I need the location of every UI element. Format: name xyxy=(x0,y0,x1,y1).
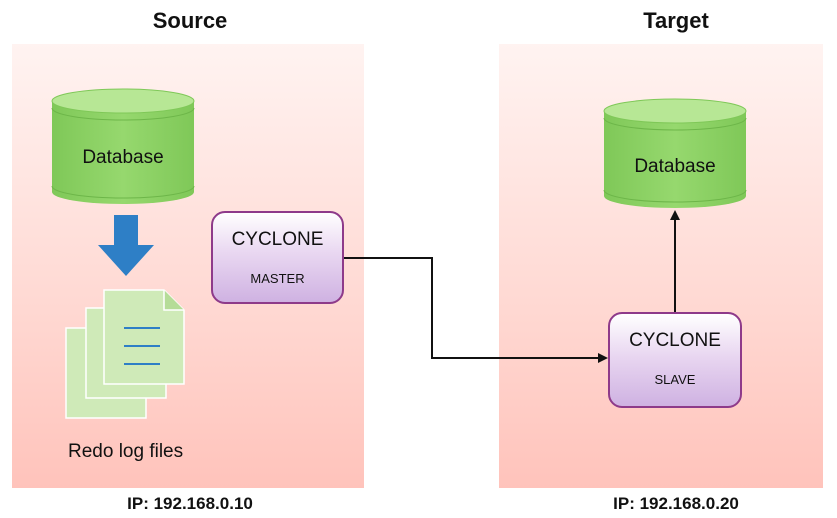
cyclone-slave-role: SLAVE xyxy=(654,372,696,387)
cyclone-master-node[interactable]: CYCLONE MASTER xyxy=(211,211,344,304)
target-ip-label: IP: 192.168.0.20 xyxy=(613,494,739,513)
cyclone-slave-node[interactable]: CYCLONE SLAVE xyxy=(608,312,742,408)
cyclone-master-title: CYCLONE xyxy=(231,229,324,250)
source-title: Source xyxy=(152,8,228,33)
redo-log-files-label: Redo log files xyxy=(68,441,184,462)
source-database-label: Database xyxy=(82,147,164,168)
source-database-icon xyxy=(51,88,195,204)
replication-connector xyxy=(344,257,608,363)
redo-log-files-icon xyxy=(65,289,185,419)
target-database-label: Database xyxy=(634,156,716,177)
cyclone-master-role: MASTER xyxy=(250,271,305,286)
source-ip-label: IP: 192.168.0.10 xyxy=(127,494,253,513)
target-title: Target xyxy=(643,8,709,33)
write-arrow-icon xyxy=(98,215,154,276)
target-database-icon xyxy=(603,98,747,208)
cyclone-slave-title: CYCLONE xyxy=(629,330,721,351)
